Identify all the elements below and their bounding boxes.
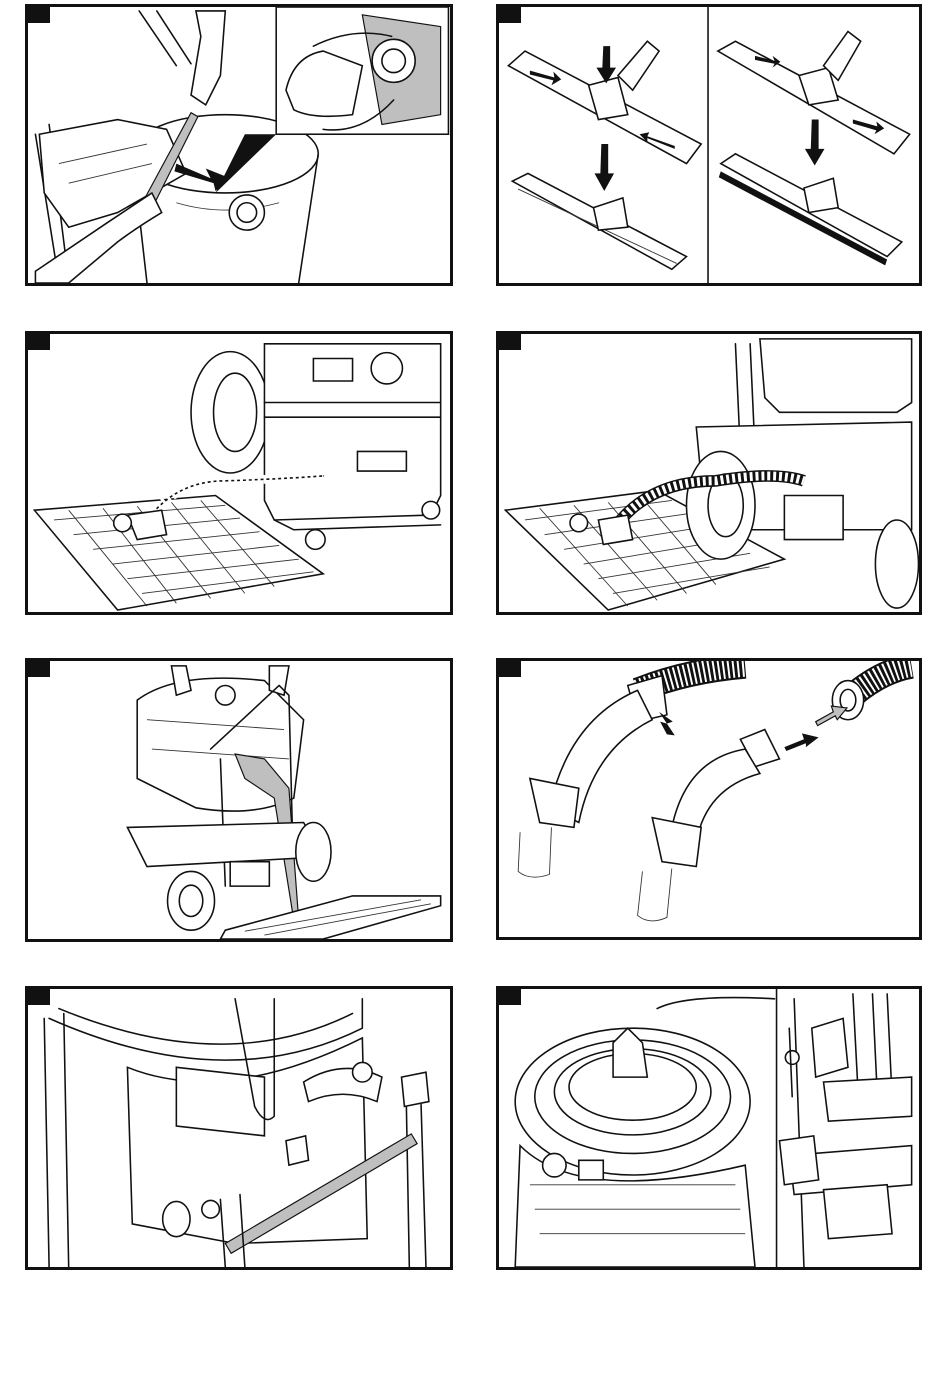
- panel-tipping-tank-to-empty: [25, 658, 453, 942]
- panel-filter-bag-insertion: [25, 4, 453, 286]
- panel-draining-from-trolley: [496, 331, 922, 615]
- tube-storage-illustration: [28, 989, 450, 1267]
- panel-accessory-tube-storage: [25, 986, 453, 1270]
- filter-bag-illustration: [28, 7, 450, 283]
- hose-handle-illustration: [499, 661, 919, 937]
- hose-storage-illustration: [499, 989, 919, 1267]
- panel-draining-tank-on-grate: [25, 331, 453, 615]
- tank-drain-illustration: [28, 334, 450, 612]
- tank-tipping-illustration: [28, 661, 450, 939]
- panel-hose-cord-storage: [496, 986, 922, 1270]
- floor-nozzle-illustration: [499, 7, 919, 283]
- trolley-drain-illustration: [499, 334, 919, 612]
- panel-handle-hose-connection: [496, 658, 922, 940]
- panel-floor-nozzle-strip-change: [496, 4, 922, 286]
